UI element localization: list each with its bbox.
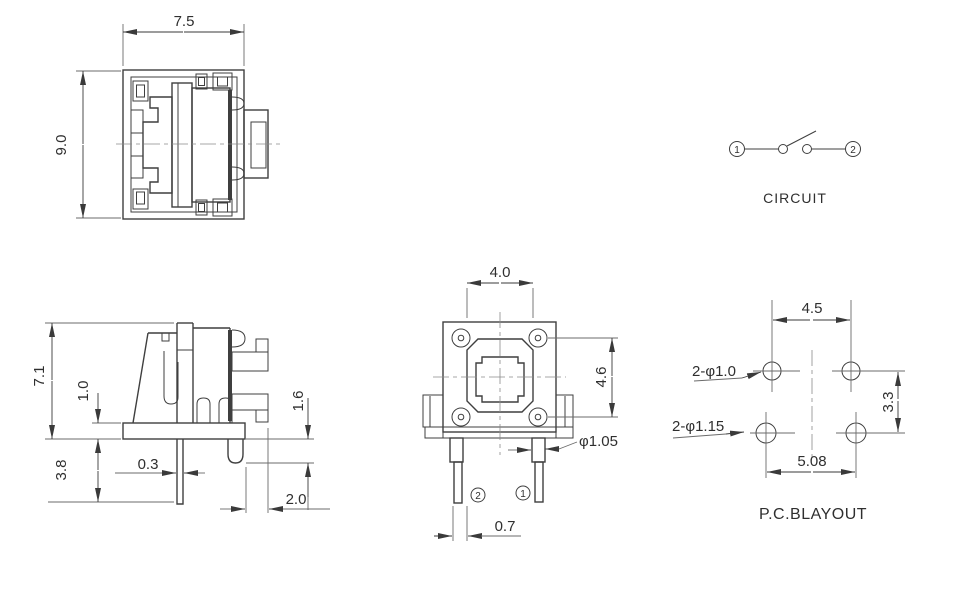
front-main-block — [191, 87, 245, 203]
top-view-body: 2 1 — [422, 312, 574, 504]
dim-top-pin-offset: 0.7 — [434, 506, 521, 541]
dim-side-pin-length: 3.8 — [48, 439, 174, 503]
pcb-crosshairs — [750, 300, 905, 478]
front-clip-top-left — [132, 80, 149, 102]
pcb-holes — [755, 361, 867, 444]
side-view-body — [122, 322, 269, 505]
top-pin1-marker: 1 — [515, 485, 531, 501]
pcb-bottom-holes-label: 2-φ1.15 — [672, 418, 724, 435]
dim-top-button-width-label: 4.0 — [490, 264, 511, 281]
circuit-terminal-1-number: 1 — [734, 145, 740, 156]
dim-side-pin-width-label: 0.3 — [138, 456, 159, 473]
side-upper-terminal — [231, 338, 269, 372]
dim-pcb-row-pitch-label: 3.3 — [880, 392, 897, 413]
front-inner-wall — [130, 76, 238, 213]
dim-pcb-bottom-pitch: 5.08 — [767, 453, 855, 475]
circuit-contact-right — [802, 144, 812, 154]
side-hook-slot — [163, 351, 179, 405]
top-rivets — [451, 328, 548, 427]
dim-side-terminal-offset-label: 2.0 — [286, 491, 307, 508]
side-main-block — [193, 327, 246, 423]
pcb-caption: P.C.BLAYOUT — [759, 506, 867, 523]
dim-pcb-top-pitch-label: 4.5 — [802, 300, 823, 317]
circuit-contact-left — [778, 144, 788, 154]
circuit-switch-lever — [786, 130, 817, 147]
dim-top-button-width: 4.0 — [466, 264, 534, 318]
front-view: 7.5 9.0 — [53, 13, 280, 220]
side-contact-posts — [196, 397, 233, 423]
dim-side-pin-width: 0.3 — [115, 456, 205, 476]
pcb-layout: 4.5 3.3 5.08 2-φ1.0 2-φ1.15 P.C.BLAYOUT — [672, 300, 905, 523]
top-view: 2 1 4.0 4.6 φ1. — [422, 264, 618, 541]
dim-side-pin-length-label: 3.8 — [53, 460, 70, 481]
top-right-pin — [531, 437, 546, 503]
dim-top-pin-diameter-label: φ1.05 — [579, 433, 618, 450]
dim-pcb-row-pitch: 3.3 — [880, 372, 901, 432]
dim-front-width: 7.5 — [122, 13, 245, 66]
dim-front-width-label: 7.5 — [174, 13, 195, 30]
top-base-flange — [424, 426, 574, 439]
pcb-top-holes-label: 2-φ1.0 — [692, 363, 736, 380]
side-view: 7.1 1.0 3.8 0.3 1. — [31, 322, 330, 513]
top-button-well — [466, 338, 534, 413]
front-plunger-bar — [171, 82, 193, 208]
dim-front-height: 9.0 — [53, 70, 121, 219]
top-pin2-number: 2 — [475, 491, 481, 502]
side-plunger — [176, 322, 194, 423]
dim-pcb-bottom-pitch-label: 5.08 — [797, 453, 826, 470]
top-mount-ears — [422, 394, 574, 428]
dim-top-button-height: 4.6 — [548, 337, 618, 418]
circuit-terminal-2-number: 2 — [850, 145, 856, 156]
circuit-terminal-2: 2 — [845, 141, 861, 157]
front-stepped-cover — [142, 96, 173, 194]
circuit-terminal-1: 1 — [729, 141, 745, 157]
pcb-bottom-holes-callout: 2-φ1.15 — [672, 418, 745, 439]
top-left-pin — [449, 437, 464, 504]
side-bent-pin — [227, 439, 244, 464]
side-slant-edge — [132, 332, 149, 424]
front-outer-housing — [122, 69, 245, 220]
side-lower-terminal — [231, 393, 269, 423]
dim-top-pin-offset-label: 0.7 — [495, 518, 516, 535]
side-top-step — [161, 333, 170, 342]
front-clip-bottom-left — [132, 188, 149, 210]
dim-side-base-thickness: 1.0 — [75, 381, 121, 424]
dim-side-total-height-label: 7.1 — [31, 366, 48, 387]
dim-side-base-thickness-label: 1.0 — [75, 381, 92, 402]
dim-top-pin-diameter: φ1.05 — [508, 433, 618, 453]
side-base-plate — [122, 422, 246, 440]
front-clip-top-right — [195, 72, 233, 91]
dim-pcb-top-pitch: 4.5 — [773, 300, 850, 323]
dim-front-height-label: 9.0 — [53, 135, 70, 156]
front-view-body — [116, 69, 280, 220]
dim-side-terminal-offset: 2.0 — [220, 428, 330, 513]
top-pin1-number: 1 — [520, 489, 526, 500]
circuit-caption: CIRCUIT — [763, 190, 827, 206]
dim-side-total-height: 7.1 — [31, 322, 174, 440]
side-straight-pin — [176, 439, 184, 505]
top-pin2-marker: 2 — [470, 487, 486, 503]
dim-side-bent-pin-label: 1.6 — [290, 391, 307, 412]
front-clip-bottom-right — [195, 198, 233, 217]
top-button — [475, 356, 525, 403]
pcb-top-holes-callout: 2-φ1.0 — [692, 363, 762, 382]
dim-top-button-height-label: 4.6 — [593, 367, 610, 388]
circuit-diagram: 1 2 CIRCUIT — [729, 130, 861, 206]
dim-side-bent-pin: 1.6 — [246, 391, 314, 510]
